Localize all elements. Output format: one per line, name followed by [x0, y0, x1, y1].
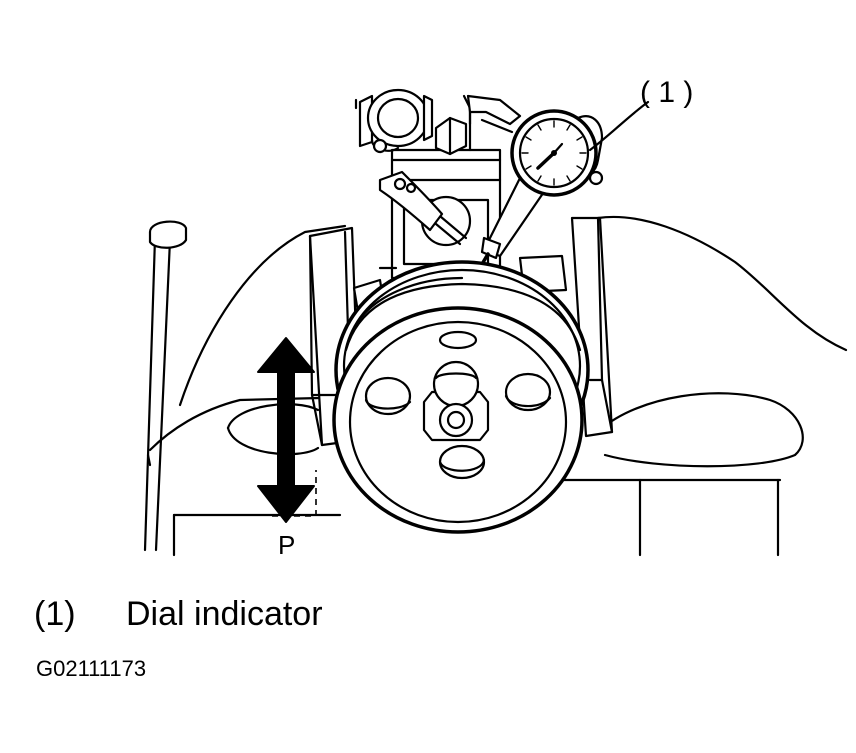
figure-code: G02111173 [36, 656, 147, 681]
dial-needle-hub [551, 150, 557, 156]
legend-item-number: (1) [34, 595, 76, 633]
pump-pulley [332, 260, 590, 534]
dial-ticks [521, 120, 587, 186]
callout-1: ( 1 ) [588, 76, 693, 152]
top-fittings [354, 88, 522, 156]
engine-block [143, 215, 848, 557]
dial-indicator [460, 109, 604, 300]
direction-arrow-icon: P [257, 337, 317, 560]
direction-label: P [278, 530, 295, 560]
technical-illustration: ( 1 ) [143, 76, 848, 560]
legend-item-label: Dial indicator [126, 595, 323, 633]
legend: (1) Dial indicator [34, 592, 323, 636]
callout-number: ( 1 ) [640, 76, 693, 109]
